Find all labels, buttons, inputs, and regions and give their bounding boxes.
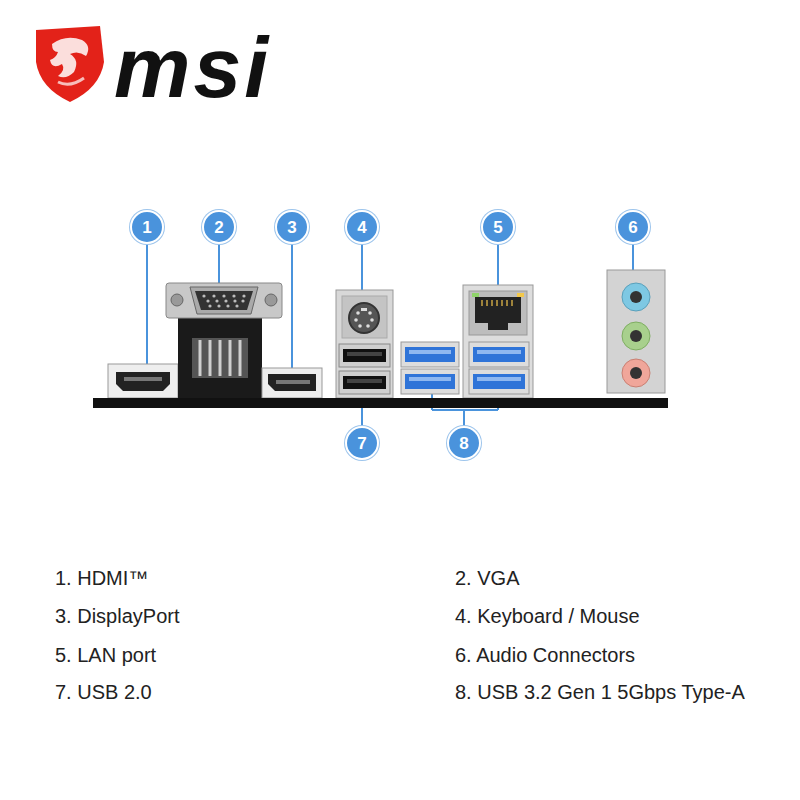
port-list-item: 1. HDMI™ xyxy=(55,566,148,590)
hdmi-port xyxy=(108,364,178,398)
callout-number: 1 xyxy=(142,219,151,236)
port-list-item: 7. USB 2.0 xyxy=(55,680,152,704)
callout-number: 5 xyxy=(493,219,502,236)
ps2-usb2-stack xyxy=(336,290,393,398)
callout-circle: 3 xyxy=(275,210,309,244)
callout-circle: 2 xyxy=(202,210,236,244)
port-list-item: 5. LAN port xyxy=(55,643,156,667)
callout-number: 8 xyxy=(459,435,468,452)
callout-circle: 6 xyxy=(616,210,650,244)
port-list-item: 2. VGA xyxy=(455,566,519,590)
displayport-port xyxy=(262,368,322,398)
callout-circle: 7 xyxy=(345,426,379,460)
port-list-item: 3. DisplayPort xyxy=(55,604,180,628)
usb3-stack xyxy=(401,342,459,394)
port-list-item: 8. USB 3.2 Gen 1 5Gbps Type-A xyxy=(455,680,745,704)
port-list-item: 4. Keyboard / Mouse xyxy=(455,604,640,628)
callout-circle: 4 xyxy=(345,210,379,244)
callout-number: 7 xyxy=(357,435,366,452)
port-list-item: 6. Audio Connectors xyxy=(455,643,635,667)
dragon-shield xyxy=(36,26,104,102)
callout-number: 2 xyxy=(214,219,223,236)
audio-jacks xyxy=(607,270,665,393)
lan-usb3-stack xyxy=(463,285,533,398)
callout-circle: 1 xyxy=(130,210,164,244)
callout-number: 4 xyxy=(357,219,366,236)
callout-number: 3 xyxy=(287,219,296,236)
logo-wordmark: msi xyxy=(114,24,271,110)
board-edge xyxy=(93,398,668,408)
callout-number: 6 xyxy=(628,219,637,236)
callout-circle: 8 xyxy=(447,426,481,460)
callout-circle: 5 xyxy=(481,210,515,244)
